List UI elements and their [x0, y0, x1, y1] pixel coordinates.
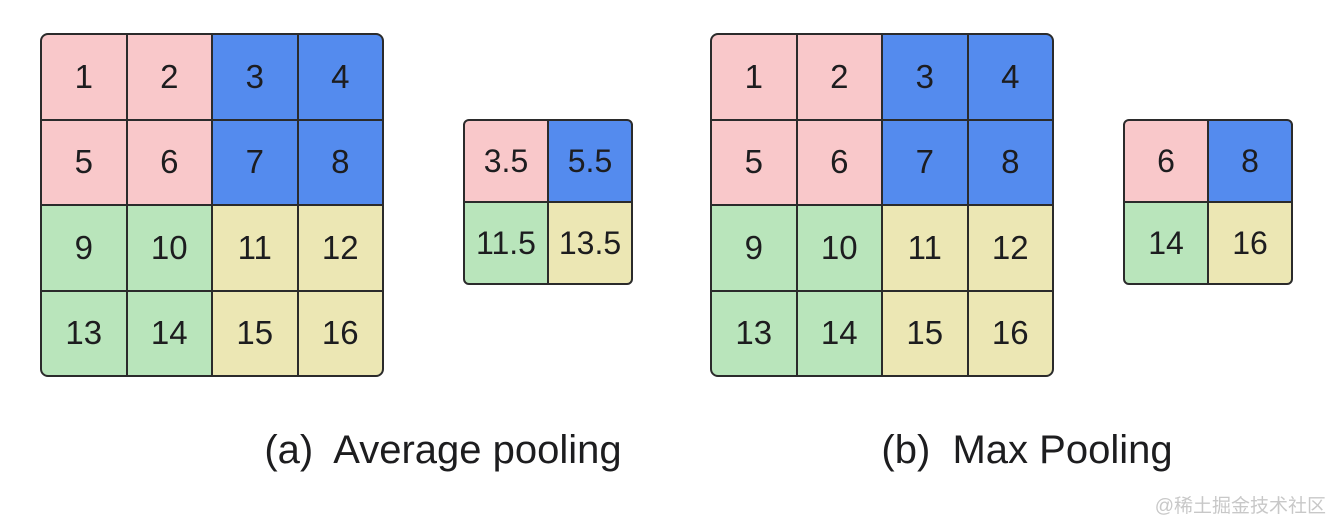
matrix-cell: 10: [127, 206, 211, 290]
matrix-cell: 7: [213, 120, 297, 204]
matrix-cell: 2: [127, 35, 211, 119]
matrix-cell: 12: [968, 206, 1052, 290]
matrix-cell: 3.5: [465, 121, 547, 201]
matrix-cell: 13.5: [549, 203, 631, 283]
matrix-cell: 1: [42, 35, 126, 119]
watermark: @稀土掘金技术社区: [1154, 496, 1326, 517]
matrix-cell: 13: [712, 291, 796, 375]
matrix-cell: 2: [797, 35, 881, 119]
matrix-cell: 11.5: [465, 203, 547, 283]
matrix-cell: 5: [712, 120, 796, 204]
matrix-cell: 16: [968, 291, 1052, 375]
matrix-cell: 9: [42, 206, 126, 290]
matrix-cell: 3: [883, 35, 967, 119]
matrix-cell: 11: [883, 206, 967, 290]
matrix-cell: 7: [883, 120, 967, 204]
matrix-cell: 16: [298, 291, 382, 375]
matrix-cell: 1: [712, 35, 796, 119]
matrix-cell: 15: [213, 291, 297, 375]
matrix-cell: 14: [127, 291, 211, 375]
caption-max-pooling: (b) Max Pooling: [881, 428, 1173, 472]
caption-average-pooling: (a) Average pooling: [264, 428, 622, 472]
matrix-cell: 11: [213, 206, 297, 290]
matrix-cell: 8: [1209, 121, 1291, 201]
matrix-cell: 4: [968, 35, 1052, 119]
matrix-cell: 14: [797, 291, 881, 375]
matrix-cell: 9: [712, 206, 796, 290]
matrix-cell: 6: [1125, 121, 1207, 201]
matrix-cell: 8: [968, 120, 1052, 204]
matrix-cell: 5.5: [549, 121, 631, 201]
matrix-cell: 6: [797, 120, 881, 204]
matrix-cell: 12: [298, 206, 382, 290]
matrix-cell: 4: [298, 35, 382, 119]
matrix-cell: 10: [797, 206, 881, 290]
matrix-cell: 8: [298, 120, 382, 204]
matrix-cell: 14: [1125, 203, 1207, 283]
matrix-cell: 3: [213, 35, 297, 119]
matrix-cell: 13: [42, 291, 126, 375]
matrix-cell: 6: [127, 120, 211, 204]
matrix-cell: 15: [883, 291, 967, 375]
matrix-cell: 16: [1209, 203, 1291, 283]
matrix-cell: 5: [42, 120, 126, 204]
